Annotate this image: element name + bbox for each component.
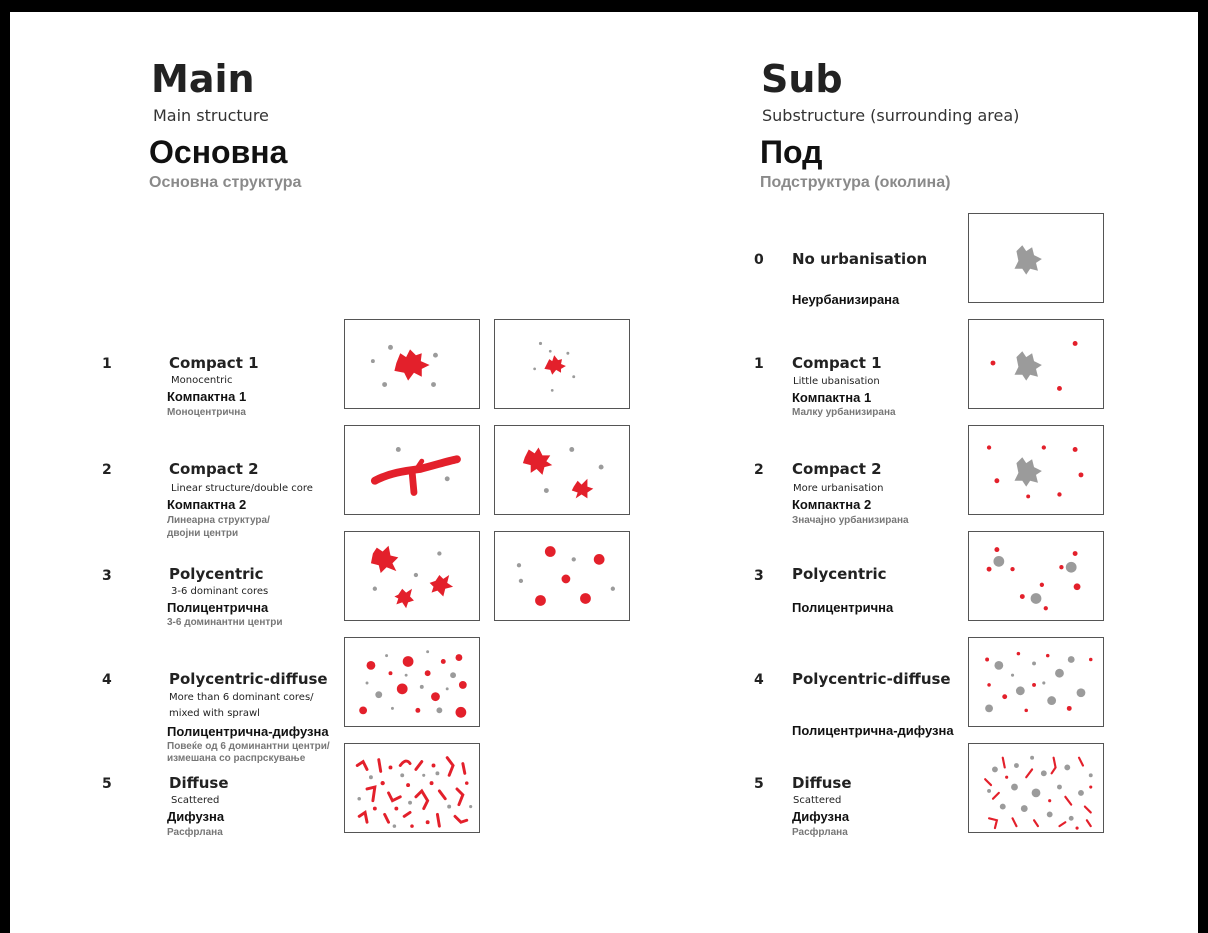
main-row-4-desc-line-2: mixed with sprawl — [169, 708, 260, 719]
main-row-4-number: 4 — [102, 672, 112, 688]
sub-4-diagram — [968, 637, 1104, 727]
sub-title: Sub — [761, 57, 843, 101]
sub-row-2-desc: More urbanisation — [793, 483, 884, 494]
main-row-3-name-mk: Полицентрична — [167, 600, 269, 615]
main-row-5-number: 5 — [102, 776, 112, 792]
main-2-diagram-a — [344, 425, 480, 515]
sub-row-5-name-mk: Дифузна — [792, 809, 850, 824]
sub-row-1-number: 1 — [754, 356, 764, 372]
sub-row-1-desc-mk: Малку урбанизирана — [792, 407, 896, 418]
main-row-3-number: 3 — [102, 568, 112, 584]
main-1-diagram-b — [494, 319, 630, 409]
main-row-3-name: Polycentric — [169, 565, 264, 583]
main-row-4-desc-line-1: More than 6 dominant cores/ — [169, 692, 314, 703]
sub-row-4-name-mk: Полицентрична-дифузна — [792, 723, 954, 738]
main-row-2-desc-mk-line-2: двојни центри — [167, 528, 239, 539]
main-row-5-desc: Scattered — [171, 795, 220, 806]
main-3-diagram-a — [344, 531, 480, 621]
sub-row-5-desc-mk: Расфрлана — [792, 827, 848, 838]
city-core-shape — [394, 349, 430, 381]
main-row-5-desc-mk: Расфрлана — [167, 827, 223, 838]
main-row-2-desc: Linear structure/double core — [171, 483, 313, 494]
sub-row-3-name-mk: Полицентрична — [792, 600, 894, 615]
main-subtitle-mk: Основна структура — [149, 174, 302, 191]
sub-row-2-number: 2 — [754, 462, 764, 478]
sub-row-2-name: Compact 2 — [792, 460, 882, 478]
main-row-4-name: Polycentric-diffuse — [169, 670, 328, 688]
main-row-4-name-mk: Полицентрична-дифузна — [167, 724, 329, 739]
sub-row-0-name: No urbanisation — [792, 250, 928, 268]
sub-row-3-name: Polycentric — [792, 565, 887, 583]
sub-row-4-number: 4 — [754, 672, 764, 688]
sub-0-diagram — [968, 213, 1104, 303]
sub-row-3-number: 3 — [754, 568, 764, 584]
main-1-diagram-a — [344, 319, 480, 409]
main-title: Main — [151, 57, 255, 101]
sub-row-1-name-mk: Компактна 1 — [792, 390, 872, 405]
sub-row-1-desc: Little ubanisation — [793, 376, 880, 387]
main-row-4-desc-mk-line-2: измешана со распрскување — [167, 753, 306, 764]
sub-2-diagram — [968, 425, 1104, 515]
main-5-diagram — [344, 743, 480, 833]
sub-5-diagram — [968, 743, 1104, 833]
sub-row-0-number: 0 — [754, 252, 764, 268]
main-title-mk: Основна — [149, 134, 288, 170]
sub-row-1-name: Compact 1 — [792, 354, 882, 372]
main-row-4-desc-mk-line-1: Повеќе од 6 доминантни центри/ — [167, 741, 330, 752]
main-row-1-name: Compact 1 — [169, 354, 259, 372]
sub-subtitle-mk: Подструктура (околина) — [760, 174, 951, 191]
main-row-2-name: Compact 2 — [169, 460, 259, 478]
sub-1-diagram — [968, 319, 1104, 409]
main-row-2-name-mk: Компактна 2 — [167, 497, 247, 512]
main-row-1-name-mk: Компактна 1 — [167, 389, 247, 404]
main-row-3-desc: 3-6 dominant cores — [171, 586, 269, 597]
sub-row-2-name-mk: Компактна 2 — [792, 497, 872, 512]
sub-row-5-number: 5 — [754, 776, 764, 792]
main-2-diagram-b — [494, 425, 630, 515]
sub-row-0-name-mk: Неурбанизирана — [792, 292, 900, 307]
main-row-5-name-mk: Дифузна — [167, 809, 225, 824]
main-row-5-name: Diffuse — [169, 774, 229, 792]
main-row-1-number: 1 — [102, 356, 112, 372]
main-3-diagram-b — [494, 531, 630, 621]
main-subtitle: Main structure — [153, 106, 269, 125]
main-row-2-number: 2 — [102, 462, 112, 478]
sub-row-5-name: Diffuse — [792, 774, 852, 792]
sub-title-mk: Под — [760, 134, 823, 170]
sub-row-4-name: Polycentric-diffuse — [792, 670, 951, 688]
main-4-diagram — [344, 637, 480, 727]
sub-subtitle: Substructure (surrounding area) — [762, 106, 1020, 125]
main-row-1-desc: Monocentric — [171, 375, 233, 386]
sub-row-2-desc-mk: Значајно урбанизирана — [792, 515, 909, 526]
main-row-3-desc-mk: 3-6 доминантни центри — [167, 617, 283, 628]
sub-3-diagram — [968, 531, 1104, 621]
page: Main Main structure Основна Основна стру… — [10, 12, 1198, 933]
main-row-2-desc-mk-line-1: Линеарна структура/ — [167, 515, 270, 526]
sub-row-5-desc: Scattered — [793, 795, 842, 806]
main-row-1-desc-mk: Моноцентрична — [167, 407, 246, 418]
